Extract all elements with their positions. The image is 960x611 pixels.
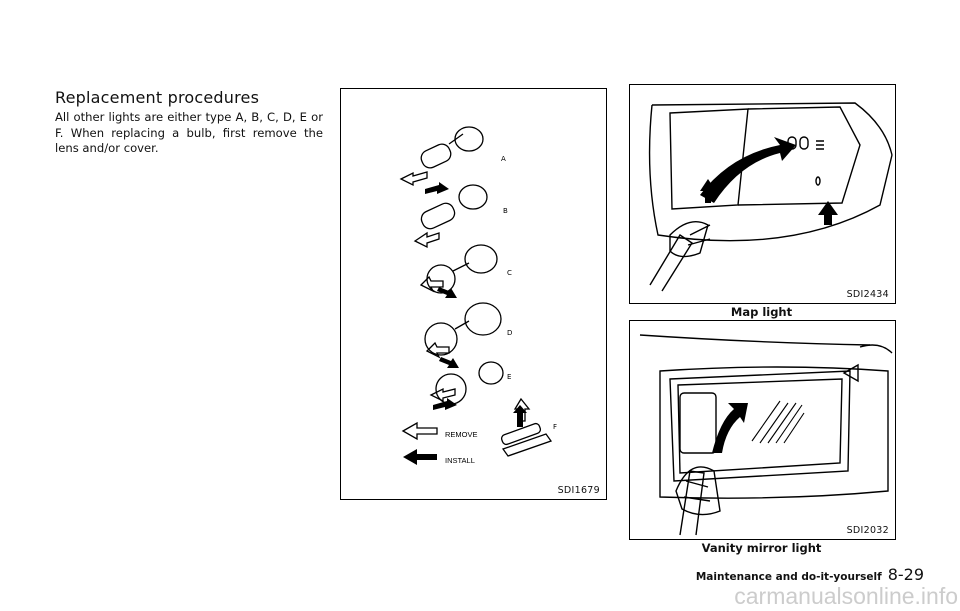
bulb-label-d: D [507,329,512,337]
figure-code: SDI2032 [846,525,889,536]
bulb-b-drawing [420,184,488,230]
legend-install-label: INSTALL [445,456,475,465]
map-light-drawing [648,102,893,292]
vanity-mirror-drawing [639,334,893,536]
map-light-caption: Map light [730,305,793,319]
bulb-types-figure: A B C D E F REMOVE INSTALL SDI1679 [340,88,607,500]
bulb-d-drawing [424,302,502,356]
bulb-label-a: A [501,155,506,163]
figure-code: SDI2434 [846,289,889,300]
page-footer: Maintenance and do-it-yourself 8-29 [696,565,924,584]
map-light-figure: SDI2434 [629,84,896,304]
footer-section-title: Maintenance and do-it-yourself [695,571,882,583]
bulb-types-drawing: A B C D E F REMOVE INSTALL [399,126,557,465]
figure-code: SDI1679 [557,485,600,496]
page-number: 8-29 [887,565,924,584]
bulb-label-b: B [503,207,508,215]
bulb-a-drawing [420,126,484,169]
vanity-mirror-figure: SDI2032 [629,320,896,540]
watermark: carmanualsonline.info [734,583,958,609]
legend-remove-label: REMOVE [445,430,478,439]
bulb-label-e: E [507,373,511,381]
section-heading: Replacement procedures [55,88,260,107]
bulb-c-drawing [426,244,498,294]
bulb-f-drawing [500,422,553,457]
vanity-mirror-caption: Vanity mirror light [701,541,822,555]
bulb-label-c: C [507,269,512,277]
bulb-label-f: F [553,423,557,431]
section-body-text: All other lights are either type A, B, C… [55,110,323,155]
